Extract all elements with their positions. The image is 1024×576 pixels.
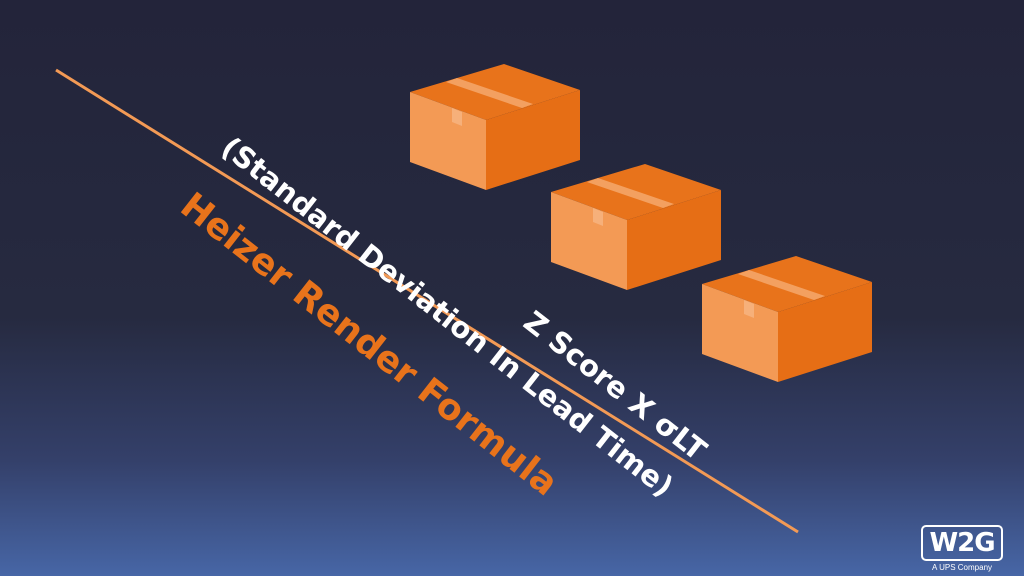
logo-mark: W2G — [921, 525, 1003, 561]
diagonal-divider-line — [55, 68, 799, 534]
cardboard-box-icon — [410, 64, 580, 190]
cardboard-box-icon — [702, 256, 872, 382]
cardboard-box-icon — [551, 164, 721, 290]
company-logo: W2G A UPS Company — [916, 525, 1008, 572]
logo-tagline: A UPS Company — [931, 563, 993, 572]
